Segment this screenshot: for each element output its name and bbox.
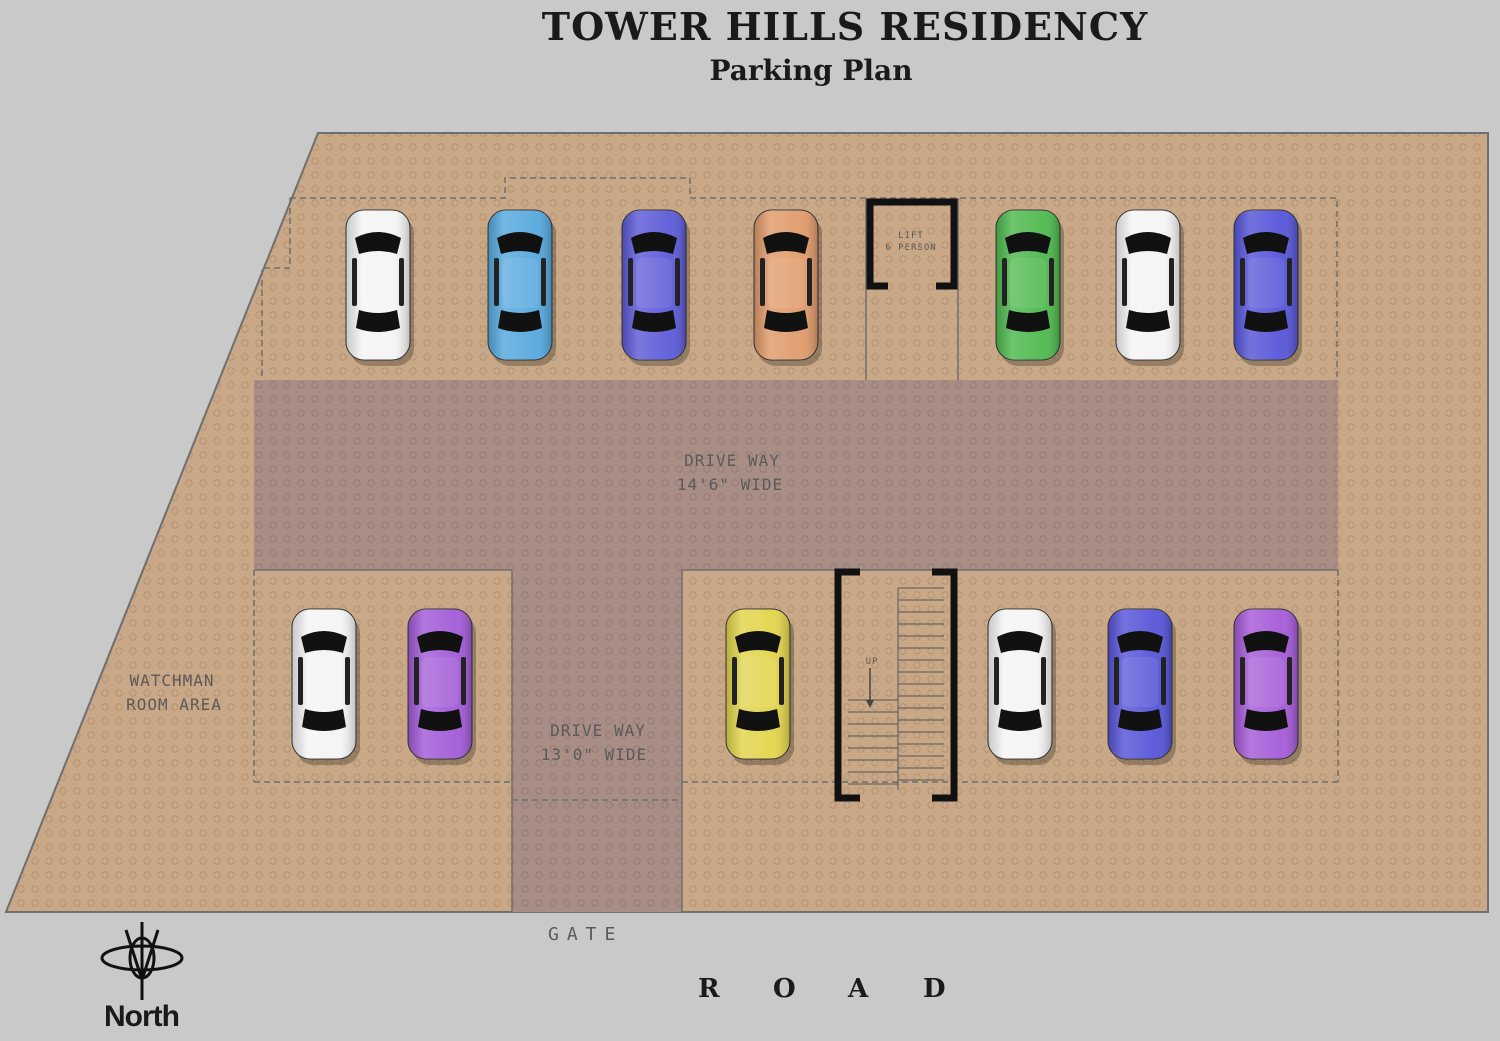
driveway-main [254, 380, 1338, 570]
road-letter: A [848, 974, 869, 1004]
car [987, 608, 1056, 765]
car [345, 209, 414, 366]
car [725, 608, 794, 765]
watchman-label-2: ROOM AREA [126, 695, 222, 714]
lift-label-2: 6 PERSON [885, 243, 936, 253]
car [1233, 209, 1302, 366]
stair-up-label: UP [866, 657, 879, 667]
driveway-main-label-2: 14'6" WIDE [677, 475, 783, 494]
watchman-label-1: WATCHMAN [129, 671, 214, 690]
car [487, 209, 556, 366]
car [407, 608, 476, 765]
lift-shaft: LIFT 6 PERSON [865, 198, 959, 380]
road-letter: O [773, 974, 796, 1004]
road-letter: D [923, 974, 946, 1004]
page-title: TOWER HILLS RESIDENCY [541, 4, 1149, 49]
car [1107, 608, 1176, 765]
bottom-parking-row [291, 608, 1302, 765]
driveway-main-label-1: DRIVE WAY [684, 451, 780, 470]
driveway-entry-label-2: 13'0" WIDE [541, 745, 647, 764]
car [1233, 608, 1302, 765]
car [1115, 209, 1184, 366]
car [995, 209, 1064, 366]
driveway-entry [512, 570, 682, 912]
gate-label: GATE [548, 924, 624, 945]
lift-label-1: LIFT [898, 231, 924, 241]
top-parking-row [345, 209, 1302, 366]
page-subtitle: Parking Plan [709, 54, 913, 87]
building-outline-left [261, 198, 291, 380]
north-label: North [104, 1000, 180, 1033]
driveway-entry-label-1: DRIVE WAY [550, 721, 646, 740]
car [753, 209, 822, 366]
car [291, 608, 360, 765]
staircase: UP [834, 568, 958, 802]
road-letter: R [698, 974, 720, 1004]
north-compass-icon [100, 922, 184, 1000]
car [621, 209, 690, 366]
building-outline [290, 177, 1338, 380]
